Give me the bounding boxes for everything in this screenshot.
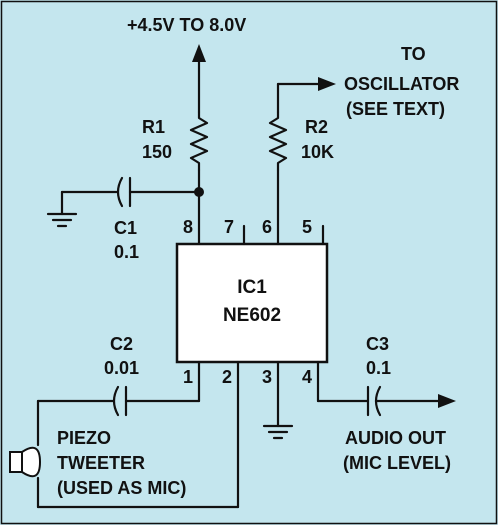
pin4-number: 4 <box>302 367 312 387</box>
r1-value-label: 150 <box>142 142 172 162</box>
c2-ref-label: C2 <box>110 334 133 354</box>
ic1-ref-label: IC1 <box>237 277 267 298</box>
c3-ref-label: C3 <box>366 334 389 354</box>
audio-out-arrow-icon <box>438 394 456 408</box>
ic1-part-label: NE602 <box>223 305 281 326</box>
piezo-label-line3: (USED AS MIC) <box>57 478 186 498</box>
pin3-number: 3 <box>262 367 272 387</box>
pin1-number: 1 <box>183 367 193 387</box>
r1-resistor-icon <box>189 110 209 172</box>
pin6-number: 6 <box>262 217 272 237</box>
oscillator-arrow-icon <box>318 77 336 91</box>
oscillator-label-line3: (SEE TEXT) <box>346 99 445 119</box>
r2-resistor-icon <box>268 110 288 172</box>
ground-icon-pin3 <box>262 424 294 440</box>
oscillator-label-line2: OSCILLATOR <box>344 74 459 94</box>
pin2-number: 2 <box>222 367 232 387</box>
c1-value-label: 0.1 <box>114 242 139 262</box>
supply-voltage-label: +4.5V TO 8.0V <box>127 15 246 35</box>
r2-value-label: 10K <box>301 142 334 162</box>
r1-ref-label: R1 <box>142 117 165 137</box>
oscillator-label-line1: TO <box>401 44 426 64</box>
piezo-label-line1: PIEZO <box>57 428 111 448</box>
c3-value-label: 0.1 <box>366 358 391 378</box>
audio-out-label-line1: AUDIO OUT <box>345 428 446 448</box>
c1-ref-label: C1 <box>114 218 137 238</box>
pin8-number: 8 <box>183 217 193 237</box>
pin5-number: 5 <box>302 217 312 237</box>
audio-out-label-line2: (MIC LEVEL) <box>343 453 451 473</box>
piezo-tweeter-icon <box>9 446 42 478</box>
ground-icon-c1 <box>46 212 78 228</box>
piezo-label-line2: TWEETER <box>57 453 145 473</box>
r2-ref-label: R2 <box>305 117 328 137</box>
c2-value-label: 0.01 <box>104 358 139 378</box>
pin7-number: 7 <box>224 217 234 237</box>
ic1-chip <box>175 242 329 364</box>
supply-arrow-icon <box>192 44 206 62</box>
